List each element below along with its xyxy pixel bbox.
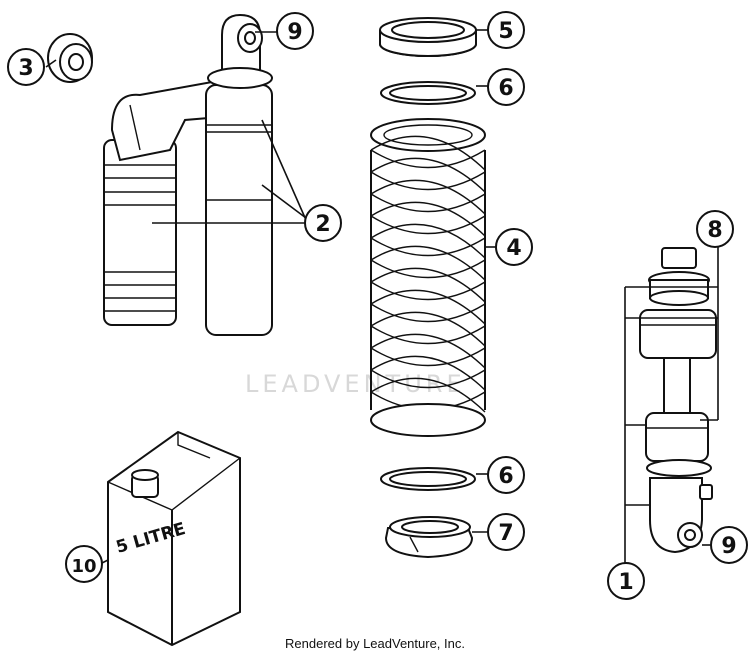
- part-3-bushing: [47, 33, 93, 83]
- callout-6-top: 6: [487, 68, 525, 106]
- watermark-text: LEADVENTURE: [245, 370, 466, 398]
- svg-text:3: 3: [18, 56, 33, 81]
- leader-lines: [45, 29, 719, 565]
- svg-text:6: 6: [498, 76, 513, 101]
- callout-9-bottom: 9: [710, 526, 748, 564]
- part-2-shock-body: [103, 13, 273, 336]
- part-10-oil-canister: 5 LITRE: [107, 430, 241, 647]
- callout-10: 10: [65, 545, 103, 583]
- svg-text:9: 9: [721, 534, 736, 559]
- callout-9-top: 9: [276, 12, 314, 50]
- part-7-spring-seat: [384, 516, 474, 559]
- callout-8: 8: [696, 210, 734, 248]
- callout-7: 7: [487, 513, 525, 551]
- svg-text:5: 5: [498, 19, 513, 44]
- svg-text:4: 4: [506, 236, 521, 261]
- callouts: 3 9 2 5 6 4 6 7: [7, 11, 748, 600]
- part-4-spring: [370, 118, 486, 437]
- svg-text:1: 1: [618, 570, 633, 595]
- callout-4: 4: [495, 228, 533, 266]
- part-5-nut: [379, 17, 477, 57]
- footer-credit: Rendered by LeadVenture, Inc.: [285, 636, 465, 651]
- svg-text:7: 7: [498, 521, 513, 546]
- part-8-shock-assembly: [639, 247, 717, 554]
- callout-5: 5: [487, 11, 525, 49]
- svg-text:2: 2: [315, 212, 330, 237]
- svg-text:10: 10: [71, 556, 96, 577]
- svg-text:9: 9: [287, 20, 302, 45]
- part-6-washer-bottom: [380, 467, 476, 491]
- svg-text:8: 8: [707, 218, 722, 243]
- svg-text:6: 6: [498, 464, 513, 489]
- callout-3: 3: [7, 48, 45, 86]
- callout-2: 2: [304, 204, 342, 242]
- callout-6-bottom: 6: [487, 456, 525, 494]
- part-6-washer-top: [380, 81, 476, 105]
- callout-1: 1: [607, 562, 645, 600]
- watermark: LEADVENTURE: [245, 370, 466, 398]
